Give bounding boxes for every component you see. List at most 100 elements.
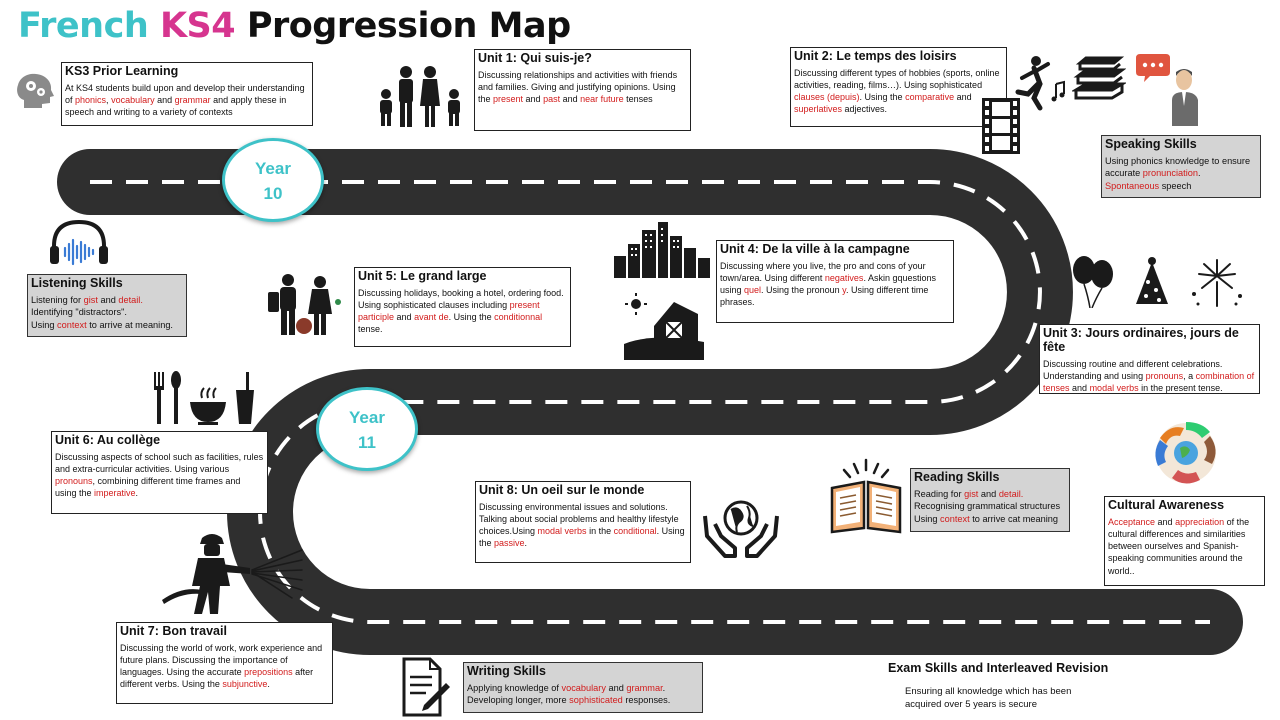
unit-5-title: Unit 5: Le grand large: [358, 269, 487, 283]
highlight: context: [57, 319, 87, 330]
text-run: Discussing routine and different celebra…: [1043, 358, 1223, 381]
text-run: of the cultural differences and similari…: [1108, 516, 1250, 576]
listening-skills-title: Listening Skills: [31, 276, 123, 290]
text-run: Using: [914, 513, 941, 524]
dancer-icon: [1015, 56, 1065, 111]
text-run: Listening for: [31, 294, 84, 305]
highlight: vocabulary: [561, 682, 606, 693]
highlight: quel: [744, 285, 762, 296]
highlight: modal verbs: [1089, 382, 1139, 393]
text-run: Reading for: [914, 488, 965, 499]
highlight: grammar: [174, 94, 211, 105]
page-title: French KS4 Progression Map: [18, 6, 571, 46]
text-run: Developing longer, more: [467, 695, 570, 706]
unit-7-title: Unit 7: Bon travail: [120, 624, 227, 638]
text-run: Discussing environmental issues and solu…: [479, 501, 679, 537]
highlight: vocabulary: [111, 94, 155, 105]
text-run: after different verbs. Using the: [120, 667, 314, 690]
unit-4-text: Discussing where you live, the pro and c…: [720, 260, 950, 309]
unit-2-title: Unit 2: Le temps des loisirs: [794, 49, 957, 63]
writing-skills-text: Applying knowledge of vocabulary and gra…: [467, 682, 699, 707]
cultural-awareness-title: Cultural Awareness: [1108, 498, 1225, 512]
text-run: and: [97, 294, 119, 305]
highlight: near future: [580, 94, 624, 105]
speaking-person-icon: [1136, 54, 1198, 126]
text-run: to arrive at meaning.: [86, 319, 173, 330]
unit-8-box: Unit 8: Un oeil sur le monde Discussing …: [475, 481, 691, 563]
unit-4-title: Unit 4: De la ville à la campagne: [720, 242, 910, 256]
highlight: detail.: [118, 294, 143, 305]
text-run: Discussing aspects of school such as fac…: [55, 451, 264, 474]
year-11-label: Year: [349, 408, 385, 427]
text-run: and: [1155, 516, 1176, 527]
text-run: Discussing relationships and activities …: [478, 69, 678, 105]
text-run: .: [524, 538, 528, 549]
highlight: passive: [494, 538, 525, 549]
highlight: subjunctive: [222, 679, 268, 690]
unit-3-text: Discussing routine and different celebra…: [1043, 358, 1256, 395]
highlight: sophisticated: [569, 695, 623, 706]
text-run: and: [978, 488, 999, 499]
text-run: responses.: [622, 695, 671, 706]
unit-2-box: Unit 2: Le temps des loisirs Discussing …: [790, 47, 1007, 127]
text-run: and: [560, 94, 581, 105]
highlight: prepositions: [244, 667, 293, 678]
balloons-icon: [1073, 256, 1113, 308]
unit-5-box: Unit 5: Le grand large Discussing holida…: [354, 267, 571, 347]
text-run: and apply these in speech and writing to…: [65, 94, 287, 118]
exam-skills-text: Ensuring all knowledge which has been ac…: [905, 686, 1072, 711]
reading-skills-text: Reading for gist and detail. Recognising …: [914, 488, 1066, 526]
text-run: and: [605, 682, 627, 693]
document-pen-icon: [402, 657, 450, 717]
cultural-awareness-text: Acceptance and appreciation of the cultu…: [1108, 516, 1261, 577]
highlight: gist: [964, 488, 979, 499]
reading-skills-box: Reading Skills Reading for gist and deta…: [910, 468, 1070, 532]
unit-3-title: Unit 3: Jours ordinaires, jours de fête: [1043, 326, 1239, 354]
year-10-label: Year: [255, 159, 291, 178]
highlight: combination of tenses: [1043, 370, 1255, 393]
text-run: Recognising grammatical structures: [914, 501, 1061, 512]
highlight: superlatives: [794, 104, 843, 115]
unit-7-box: Unit 7: Bon travail Discussing the world…: [116, 622, 333, 704]
highlight: pronunciation: [1142, 168, 1198, 179]
text-run: .: [267, 679, 270, 690]
reading-skills-title: Reading Skills: [914, 470, 1000, 484]
listening-skills-box: Listening Skills Listening for gist and …: [27, 274, 187, 337]
text-run: ,: [106, 94, 112, 105]
text-run: Discussing holidays, booking a hotel, or…: [358, 287, 564, 310]
highlight: pronouns: [1145, 370, 1184, 381]
speaking-skills-title: Speaking Skills: [1105, 137, 1197, 151]
year-11-badge: Year 11: [316, 387, 418, 471]
unit-3-box: Unit 3: Jours ordinaires, jours de fête …: [1039, 324, 1260, 394]
unit-6-text: Discussing aspects of school such as fac…: [55, 451, 264, 500]
writing-skills-title: Writing Skills: [467, 664, 546, 678]
text-run: , combining different time frames and us…: [55, 476, 241, 499]
headphones-icon: [50, 219, 108, 266]
year-10-number: 10: [263, 184, 283, 203]
text-run: .: [662, 682, 666, 693]
text-run: and: [954, 92, 972, 103]
road-dashes: [90, 180, 1210, 624]
year-11-number: 11: [358, 433, 376, 452]
text-run: speech: [1159, 180, 1192, 191]
text-run: At KS4 students build upon and develop t…: [65, 82, 305, 105]
highlight: detail.: [998, 488, 1024, 499]
highlight: present: [493, 94, 524, 105]
highlight: conditionnal: [494, 312, 543, 323]
highlight: Spontaneous: [1105, 180, 1160, 191]
highlight: pronouns: [55, 476, 93, 487]
text-run: . Using the: [479, 526, 685, 549]
books-icon: [1072, 56, 1126, 100]
cutlery-bowl-cup-icon: [154, 371, 254, 425]
ks3-prior-learning-box: KS3 Prior Learning At KS4 students build…: [61, 62, 313, 126]
highlight: phonics: [75, 94, 107, 105]
text-run: and: [1069, 382, 1090, 393]
party-hat-icon: [1136, 257, 1168, 304]
fireworks-icon: [1192, 259, 1242, 307]
highlight: gist: [83, 294, 98, 305]
text-run: . Using the: [448, 312, 495, 323]
highlight: imperative: [94, 488, 136, 499]
text-run: Using: [31, 319, 58, 330]
ks3-prior-learning-title: KS3 Prior Learning: [65, 64, 179, 78]
text-run: and: [154, 94, 175, 105]
